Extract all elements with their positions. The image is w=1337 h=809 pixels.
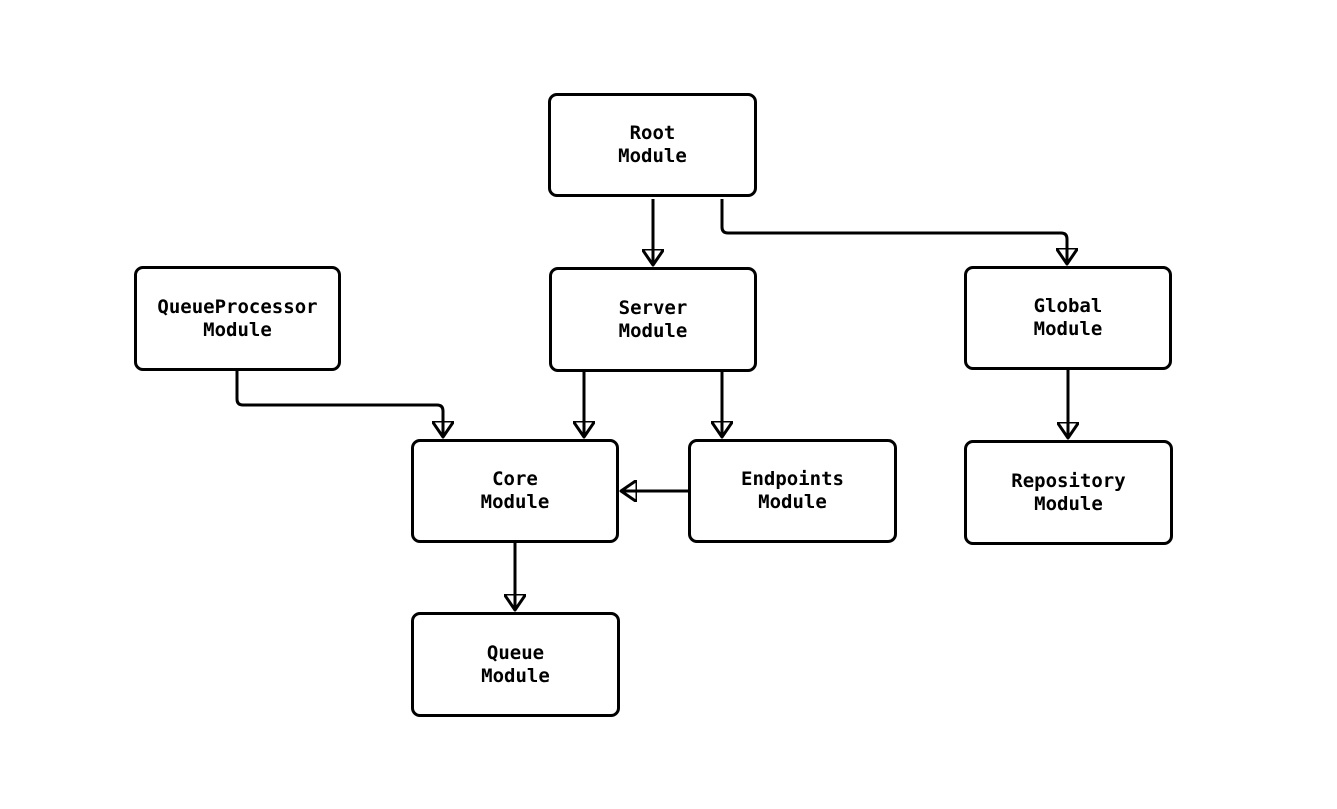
node-server-module: Server Module xyxy=(549,267,757,372)
node-global-module-label: Global Module xyxy=(1033,295,1103,340)
node-root-module-label: Root Module xyxy=(618,122,687,167)
node-repository-module-label: Repository Module xyxy=(1011,469,1126,515)
node-queueprocessor-module-label: QueueProcessor Module xyxy=(157,295,318,341)
node-global-module: Global Module xyxy=(964,266,1172,370)
node-queueprocessor-module: QueueProcessor Module xyxy=(134,266,341,371)
node-queue-module: Queue Module xyxy=(411,612,620,717)
node-root-module: Root Module xyxy=(548,93,757,197)
edge-root-to-global xyxy=(720,199,1067,264)
node-core-module: Core Module xyxy=(411,439,619,543)
edge-queueprocessor-to-core xyxy=(235,371,443,437)
node-queue-module-label: Queue Module xyxy=(481,641,550,687)
node-server-module-label: Server Module xyxy=(618,296,688,342)
node-endpoints-module-label: Endpoints Module xyxy=(741,468,844,513)
node-core-module-label: Core Module xyxy=(480,468,550,513)
node-endpoints-module: Endpoints Module xyxy=(688,439,897,543)
node-repository-module: Repository Module xyxy=(964,440,1173,545)
